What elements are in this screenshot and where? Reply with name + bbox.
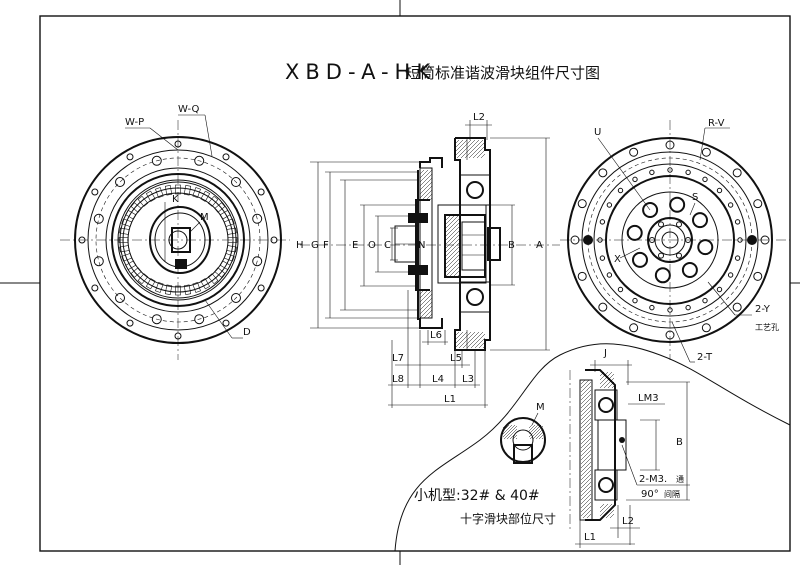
outer-bolt-holes [78, 140, 278, 340]
drawing-title: XBD-A-HK 短筒标准谐波滑块组件尺寸图 [285, 60, 600, 84]
right-bolt-holes [570, 140, 770, 340]
bearing-rollers [118, 184, 238, 296]
note-small-models: 小机型:32# & 40# [414, 488, 540, 504]
center-dimensions: H G F E O C N I B A L2 L6 [296, 112, 550, 408]
label-process-hole: 工艺孔 [755, 323, 779, 332]
label-k: K [172, 194, 179, 205]
dim-a: A [536, 240, 543, 251]
dim-g: G [311, 240, 319, 251]
dim-i: I [489, 237, 491, 246]
dim-l2: L2 [473, 112, 485, 123]
detail-region [394, 343, 791, 552]
detail-dim-l2: L2 [622, 516, 634, 527]
right-view-labels: U R-V S X 2-Y 工艺孔 2-T [594, 118, 779, 363]
dim-o: O [368, 240, 376, 251]
dim-l4: L4 [432, 374, 444, 385]
detail-label-m3: 2-M3. [639, 474, 667, 485]
left-view-labels: W-P W-Q K M D [125, 104, 251, 339]
dim-l3: L3 [462, 374, 474, 385]
detail-dim-l1: L1 [584, 532, 596, 543]
label-wp: W-P [125, 117, 144, 128]
title-model: XBD-A-HK [285, 60, 436, 84]
detail-label-m: M [536, 402, 545, 413]
dim-l6: L6 [430, 330, 442, 341]
note-cross-slider: 十字滑块部位尺寸 [460, 511, 556, 526]
label-m: M [200, 212, 209, 223]
detail-label-angle: 90° [641, 489, 659, 500]
dim-e: E [352, 240, 358, 251]
label-wq: W-Q [178, 104, 199, 115]
label-u: U [594, 127, 601, 138]
detail-dimensions: J LM3 B 2-M3. 通 90° 间隔 L2 L1 [575, 348, 690, 548]
detail-label-through: 通 [676, 474, 684, 484]
section-hatching [419, 139, 486, 349]
dim-h: H [296, 240, 304, 251]
dim-l8: L8 [392, 374, 404, 385]
small-hub-detail: M [500, 402, 546, 464]
detail-dim-lm3: LM3 [638, 393, 659, 404]
detail-notes: 小机型:32# & 40# 十字滑块部位尺寸 [414, 488, 556, 526]
label-rv: R-V [708, 118, 725, 129]
label-d: D [243, 327, 251, 338]
detail-dim-j: J [603, 348, 607, 359]
detail-dim-b: B [676, 437, 683, 448]
label-x: X [614, 254, 621, 265]
dim-l7: L7 [392, 353, 404, 364]
dim-n: N [418, 240, 425, 251]
label-2y: 2-Y [755, 304, 771, 315]
center-section-view [300, 137, 560, 351]
dim-l5: L5 [450, 353, 462, 364]
label-s: S [692, 192, 698, 203]
dim-f: F [323, 240, 329, 251]
label-2t: 2-T [697, 352, 713, 363]
dim-b: B [508, 240, 515, 251]
title-name: 短筒标准谐波滑块组件尺寸图 [405, 64, 600, 82]
detail-label-interval: 间隔 [664, 490, 680, 499]
dim-c: C [384, 240, 391, 251]
right-rear-view [560, 120, 790, 360]
left-front-view [60, 120, 290, 360]
detail-section [569, 369, 627, 530]
dim-l1: L1 [444, 394, 456, 405]
